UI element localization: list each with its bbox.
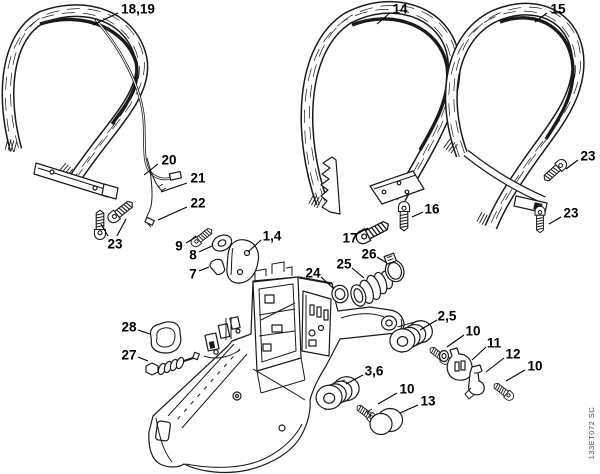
- handlebar-middle-drawing: [304, 5, 456, 215]
- callout-leader-line: [143, 163, 159, 176]
- callout-label: 23: [563, 206, 579, 221]
- callout-label: 10: [399, 382, 414, 397]
- hose-clamp-26: [383, 252, 405, 283]
- callout-label: 7: [189, 267, 197, 282]
- callout-leader-line: [198, 266, 210, 272]
- washer-small: [438, 349, 450, 363]
- screw-16: [397, 200, 411, 232]
- callout-leader-line: [376, 256, 388, 264]
- sleeve-ring-24: [331, 284, 349, 304]
- callout-label: 11: [487, 336, 502, 351]
- washer-8: [211, 234, 233, 252]
- annular-buffer-3-6: [315, 376, 360, 411]
- callout-label: 28: [121, 320, 137, 335]
- callout-label: 2,5: [438, 309, 457, 324]
- callout-label: 14: [392, 2, 408, 17]
- callout-leader-line: [471, 346, 487, 361]
- trigger-mechanism-cluster: [203, 316, 241, 359]
- callout-leader-line: [399, 404, 419, 414]
- callout-label: 27: [121, 348, 136, 363]
- callout-leader-line: [345, 374, 364, 385]
- serrated-mount-bar: [320, 156, 341, 215]
- screw-23-top-right: [540, 156, 570, 185]
- diagram-code-stamp: 133ET072 SC: [587, 407, 596, 460]
- callout-leader-line: [548, 216, 562, 225]
- callout-label: 12: [505, 347, 520, 362]
- cable-ferrule: [168, 170, 183, 181]
- callout-leader-line: [92, 12, 119, 26]
- callout-label: 1,4: [263, 229, 282, 244]
- callout-leader-line: [116, 218, 127, 237]
- callout-leader-line: [411, 211, 424, 218]
- callout-leader-line: [565, 159, 579, 170]
- callout-leader-line: [485, 357, 505, 373]
- mount-plate-middle-drawing: [369, 170, 425, 205]
- callout-label: 25: [336, 257, 352, 272]
- callout-label: 8: [189, 248, 197, 263]
- callout-label: 10: [465, 324, 480, 339]
- callout-leader-line: [320, 276, 335, 290]
- intake-boot-25: [350, 270, 394, 307]
- callout-leader-line: [377, 392, 398, 405]
- bushing-7: [209, 258, 226, 276]
- throttle-cable-drawing: [94, 18, 183, 228]
- callout-label: 21: [190, 171, 206, 186]
- callout-label: 16: [424, 202, 440, 217]
- callout-label: 26: [361, 247, 377, 262]
- callout-label: 20: [161, 153, 176, 168]
- screw-23-left-b: [105, 197, 137, 226]
- screw-9-washer-8-bushing-7: [188, 225, 233, 276]
- main-housing-drawing: [148, 261, 405, 474]
- callout-label: 24: [305, 266, 321, 281]
- callout-label: 3,6: [365, 364, 384, 379]
- callout-leader-line: [534, 12, 548, 23]
- handlebar-left-drawing: [5, 9, 144, 179]
- callout-leader-line: [356, 227, 369, 235]
- spring-screw-27: [145, 351, 200, 376]
- screw-9: [188, 225, 215, 250]
- cover-plate-1-4: [226, 239, 260, 284]
- gasket-28: [149, 321, 182, 354]
- retainer-11: [446, 347, 473, 381]
- callout-leader-line: [247, 239, 262, 253]
- callout-label: 13: [420, 394, 436, 409]
- callout-label: 18,19: [121, 2, 155, 17]
- callout-leader-line: [419, 319, 438, 331]
- callout-leader-line: [351, 267, 365, 279]
- callout-label: 15: [550, 2, 566, 17]
- wire-21: [146, 157, 163, 192]
- callout-leader-line: [160, 182, 188, 193]
- callout-leader-line: [198, 245, 213, 253]
- callout-label: 9: [175, 239, 183, 254]
- clamp-bar-left-drawing: [33, 162, 119, 200]
- latch-12: [464, 364, 485, 400]
- wire-end-barrel: [144, 216, 155, 226]
- callout-labels: 18,19 14 15 20 21 22 23 98 7 1,4 17 16 23 23 24 25 26 2,5…: [92, 2, 596, 414]
- callout-label: 17: [342, 231, 357, 246]
- callout-leader-line: [100, 223, 109, 237]
- callout-label: 23: [107, 237, 123, 252]
- screw-23-mid-right: [534, 205, 546, 234]
- callout-leader-line: [137, 356, 149, 362]
- plug-cap-13: [366, 407, 404, 436]
- screw-10-b: [491, 380, 516, 403]
- screw-23-left-a: [93, 209, 107, 241]
- callout-leader-line: [185, 236, 197, 244]
- callout-label: 22: [190, 196, 205, 211]
- handlebar-right-drawing: [443, 7, 581, 229]
- callout-leader-line: [137, 329, 151, 335]
- callout-leader-line: [446, 334, 465, 348]
- callout-label: 10: [527, 359, 542, 374]
- callout-leader-line: [376, 12, 391, 25]
- callout-leader-line: [505, 369, 526, 382]
- callout-label: 23: [580, 149, 596, 164]
- callout-leader-line: [157, 206, 188, 221]
